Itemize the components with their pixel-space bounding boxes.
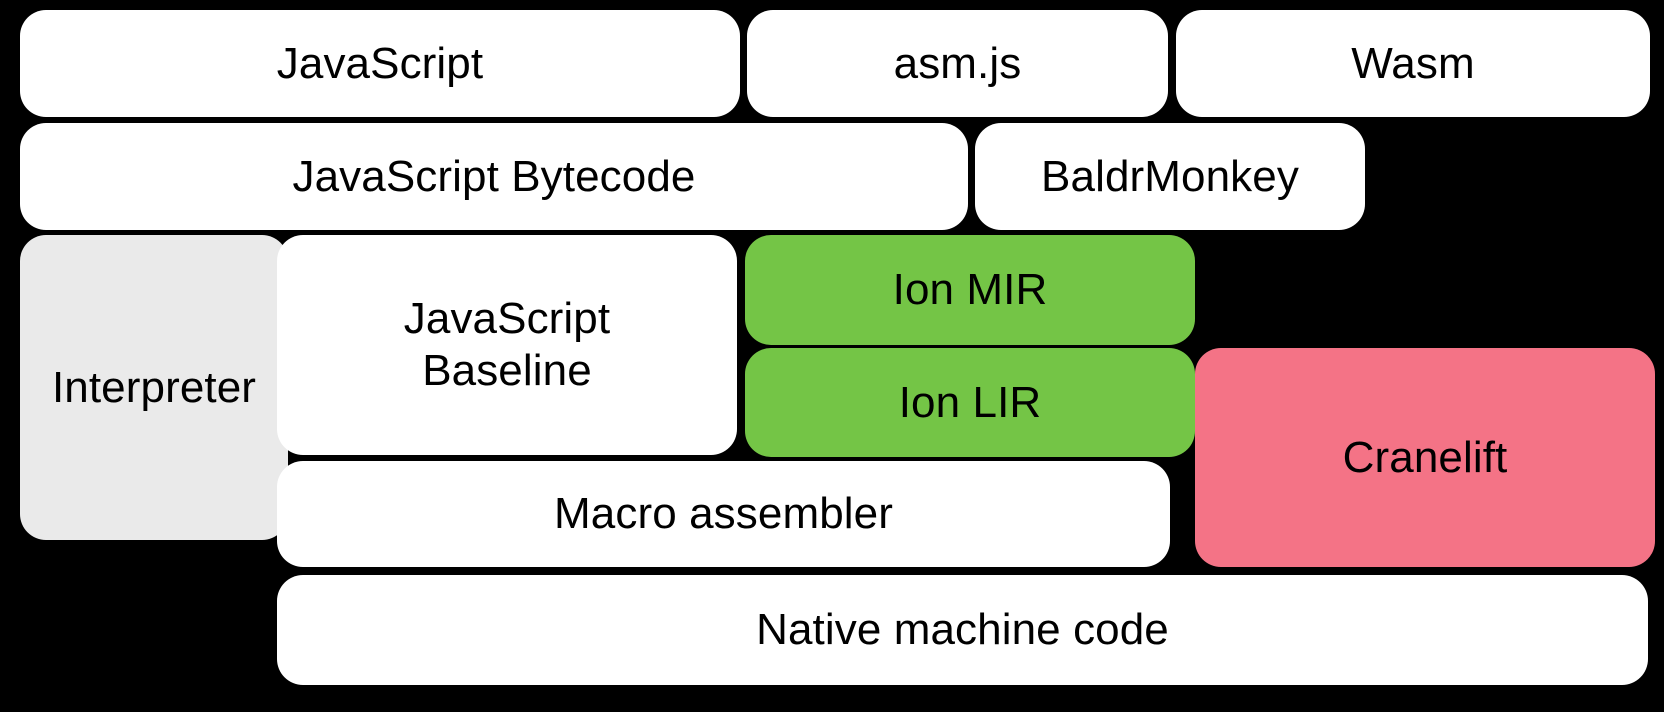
node-macro-assembler[interactable]: Macro assembler	[277, 461, 1170, 567]
node-asmjs[interactable]: asm.js	[747, 10, 1168, 117]
node-native-machine-code[interactable]: Native machine code	[277, 575, 1648, 685]
node-javascript-bytecode[interactable]: JavaScript Bytecode	[20, 123, 968, 230]
node-ion-mir[interactable]: Ion MIR	[745, 235, 1195, 345]
node-interpreter[interactable]: Interpreter	[20, 235, 288, 540]
node-cranelift[interactable]: Cranelift	[1195, 348, 1655, 567]
node-baldrmonkey[interactable]: BaldrMonkey	[975, 123, 1365, 230]
node-javascript-baseline[interactable]: JavaScript Baseline	[277, 235, 737, 455]
node-wasm[interactable]: Wasm	[1176, 10, 1650, 117]
node-javascript[interactable]: JavaScript	[20, 10, 740, 117]
node-ion-lir[interactable]: Ion LIR	[745, 348, 1195, 457]
